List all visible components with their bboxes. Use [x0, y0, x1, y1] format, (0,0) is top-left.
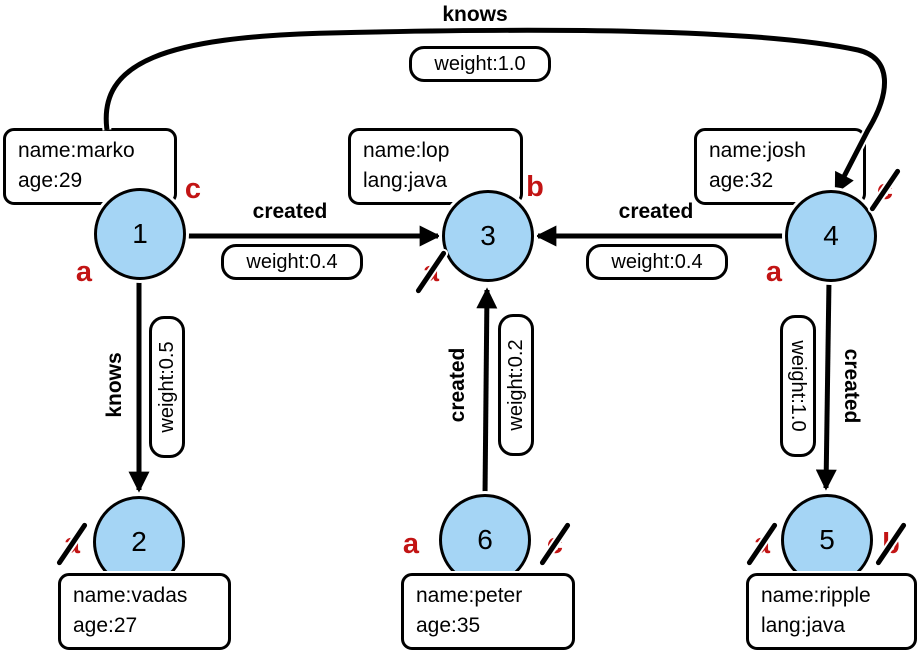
vertex-label: 5 [819, 524, 835, 555]
step-marker-c-vertex-4-struck: c [865, 167, 905, 213]
property-line: lang:java [761, 614, 846, 638]
weight-box-knows-1-2: weight:0.5 [149, 316, 185, 458]
edge-created-4-5 [815, 279, 837, 491]
step-marker-letter: b [526, 170, 544, 203]
weight-box-knows-1-4: weight:1.0 [409, 46, 551, 82]
vertex-label: 4 [823, 220, 839, 251]
edge-label-created-4-3: created [618, 200, 694, 223]
property-line: name:josh [709, 139, 806, 162]
node-2-property-box: name:vadas age:27 [58, 573, 231, 650]
property-line: name:ripple [761, 584, 871, 607]
property-line: name:peter [416, 584, 523, 607]
vertex-label: 3 [480, 220, 496, 251]
step-marker-letter: a [75, 255, 93, 288]
step-marker-a-vertex-4: a [754, 252, 794, 292]
edge-label-created-6-3: created [446, 347, 469, 423]
step-marker-a-vertex-5-struck: a [742, 521, 782, 567]
step-marker-b-vertex-5-struck: b [871, 521, 911, 567]
node-5-property-box: name:ripple lang:java [746, 573, 917, 650]
property-line: name:lop [363, 139, 450, 162]
weight-box-created-4-3: weight:0.4 [586, 244, 728, 280]
vertex-1: 1 [94, 188, 186, 280]
vertex-5: 5 [781, 494, 873, 586]
vertex-label: 2 [131, 526, 147, 557]
step-marker-a-vertex-1: a [64, 252, 104, 292]
step-marker-c-vertex-1: c [173, 169, 213, 209]
step-marker-c-vertex-6-struck: c [535, 521, 575, 567]
weight-box-created-4-5: weight:1.0 [780, 315, 816, 457]
property-line: age:27 [73, 614, 138, 638]
vertex-label: 6 [477, 524, 493, 555]
edge-created-6-3 [476, 287, 498, 497]
step-marker-letter: a [765, 255, 783, 288]
step-marker-a-vertex-6: a [391, 524, 431, 564]
property-line: name:vadas [73, 584, 188, 607]
edge-label-knows-1-2: knows [103, 352, 126, 418]
property-line: age:35 [416, 614, 481, 638]
weight-box-created-6-3: weight:0.2 [498, 314, 534, 456]
step-marker-b-vertex-3: b [515, 167, 555, 207]
vertex-3: 3 [442, 190, 534, 282]
step-marker-letter: c [184, 172, 202, 205]
vertex-2: 2 [93, 496, 185, 588]
step-marker-a-vertex-2-struck: a [52, 521, 92, 567]
node-6-property-box: name:peter age:35 [401, 573, 575, 650]
edge-label-knows-1-4: knows [442, 3, 508, 26]
vertex-4: 4 [785, 190, 877, 282]
property-line: age:29 [18, 169, 83, 193]
edge-label-created-4-5: created [840, 348, 863, 424]
step-marker-a-vertex-3-struck: a [411, 249, 451, 295]
weight-box-created-1-3: weight:0.4 [221, 244, 363, 280]
property-line: name:marko [18, 139, 135, 162]
edge-label-created-1-3: created [252, 200, 328, 223]
vertex-label: 1 [132, 218, 148, 249]
step-marker-letter: a [402, 527, 420, 560]
